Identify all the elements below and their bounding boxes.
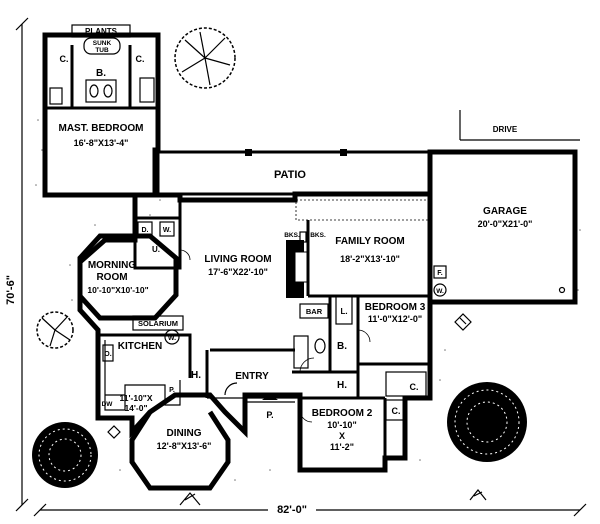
living-room-label: LIVING ROOM <box>204 254 271 265</box>
kitchen-washer-label: W. <box>168 335 176 342</box>
master-bedroom-size: 16'-8"X13'-4" <box>74 138 129 148</box>
bedroom-2-size-3: 11'-2" <box>330 442 354 452</box>
bar-and-bath-walls <box>292 295 360 398</box>
family-room-size: 18'-2"X13'-10" <box>340 254 400 264</box>
bar-label: BAR <box>306 307 323 316</box>
sunk-tub-label-2: TUB <box>95 47 109 54</box>
living-room-size: 17'-6"X22'-10" <box>208 267 268 277</box>
bedroom-2-size-2: X <box>339 431 345 441</box>
bedroom-3-closet-label: C. <box>410 382 419 392</box>
bedroom-3-label: BEDROOM 3 <box>365 302 426 313</box>
tree-bottom-left-icon <box>32 422 98 488</box>
morning-room-label-1: MORNING <box>88 260 137 271</box>
hall-label-right: H. <box>337 380 347 391</box>
drive-label: DRIVE <box>493 125 518 134</box>
dining-label: DINING <box>167 428 202 439</box>
master-suite-walls <box>42 24 161 198</box>
dining-bay <box>129 410 231 491</box>
patio-label: PATIO <box>274 169 306 181</box>
entry-label: ENTRY <box>235 371 269 382</box>
bedroom-2-size-1: 10'-10" <box>327 420 356 430</box>
bedroom-2-label: BEDROOM 2 <box>312 408 373 419</box>
furnace-box <box>433 265 447 279</box>
sunk-tub-icon <box>83 37 121 55</box>
fireplace <box>286 231 308 298</box>
master-bath-label: B. <box>96 68 106 79</box>
bedroom-3-walls <box>358 362 430 397</box>
plants-label: PLANTS <box>85 27 118 36</box>
morning-room-walls <box>77 233 179 321</box>
laundry-walls <box>133 216 182 270</box>
dishwasher-label: DW <box>102 401 114 408</box>
tree-left-icon <box>36 311 74 349</box>
water-heater-label: W. <box>436 288 444 295</box>
utility-label: U. <box>152 245 160 254</box>
porch-label: P. <box>266 410 273 420</box>
kitchen-size-2: 14'-0" <box>124 403 147 413</box>
master-closet-right-label: C. <box>136 54 145 64</box>
morning-room-size: 10'-10"X10'-10" <box>87 285 148 295</box>
tree-bottom-right-icon <box>447 382 527 462</box>
pantry-label: P. <box>169 387 175 394</box>
family-room-label: FAMILY ROOM <box>335 236 404 247</box>
garage-size: 20'-0"X21'-0" <box>478 219 533 229</box>
overall-depth-label: 70'-6" <box>5 275 17 305</box>
driveway <box>459 110 580 141</box>
shrub-icons <box>107 313 487 506</box>
washer-label: W. <box>163 227 171 234</box>
dimension-vertical <box>15 17 29 512</box>
living-room-walls <box>178 195 295 398</box>
sunk-tub-label-1: SUNK <box>93 40 112 47</box>
bookshelves-label-2: BKS. <box>310 232 326 239</box>
tree-top-icon <box>174 27 236 89</box>
solarium-box <box>132 315 184 331</box>
water-heater-icon <box>433 283 447 297</box>
bedroom-3-size: 11'-0"X12'-0" <box>368 314 422 324</box>
bedroom-2-closet-label: C. <box>392 406 401 416</box>
linen-label: L. <box>340 307 347 316</box>
main-house-walls <box>77 191 433 473</box>
kitchen-label: KITCHEN <box>118 341 162 352</box>
bath-2-label: B. <box>337 341 347 352</box>
master-bedroom-label: MAST. BEDROOM <box>59 123 144 134</box>
family-room-walls <box>295 199 431 298</box>
kitchen-walls <box>100 329 192 411</box>
garage-label: GARAGE <box>483 206 527 217</box>
door-swings <box>179 249 371 423</box>
master-closet-left-label: C. <box>60 54 69 64</box>
kitchen-size-1: 11'-10"X <box>120 393 153 403</box>
dryer-label: D. <box>142 227 149 234</box>
master-bath-fixtures <box>49 77 155 105</box>
morning-room-label-2: ROOM <box>96 272 127 283</box>
bedroom-2-walls <box>300 396 405 470</box>
entry-walls <box>207 382 300 403</box>
furnace-label: F. <box>437 270 443 277</box>
hall-label-left: H. <box>191 370 201 381</box>
overall-width-label: 82'-0" <box>277 504 307 516</box>
oven-label: O. <box>104 351 111 358</box>
dining-size: 12'-8"X13'-6" <box>157 441 212 451</box>
bookshelves-label-1: BKS. <box>284 232 300 239</box>
solarium-label: SOLARIUM <box>138 319 178 328</box>
